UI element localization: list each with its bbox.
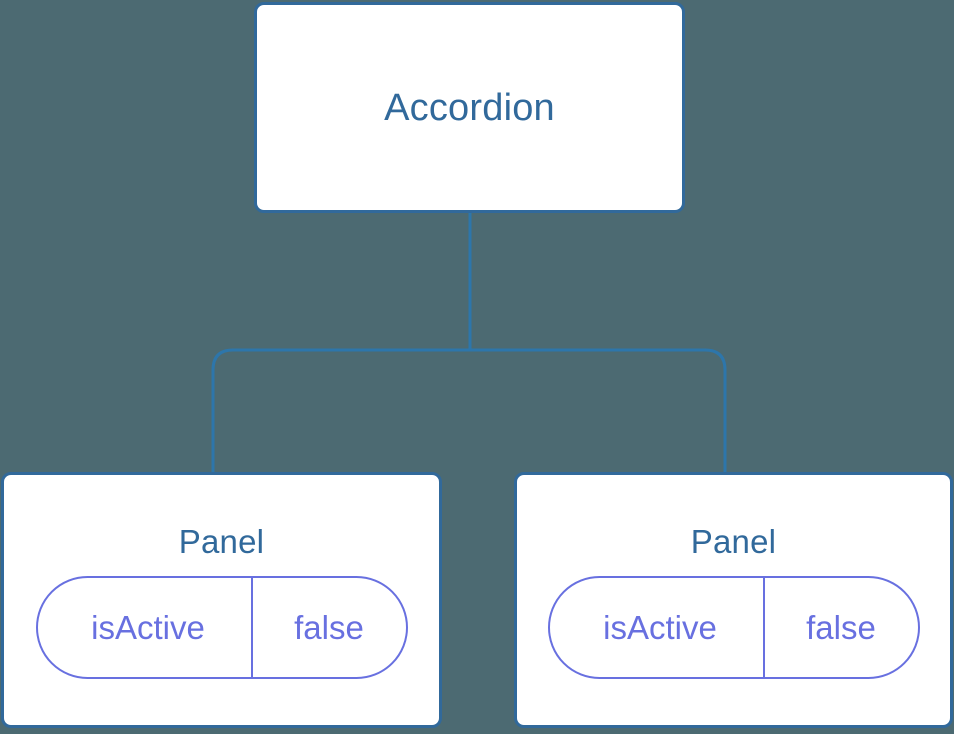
connector-bus-right xyxy=(470,348,727,478)
node-panel-right-title: Panel xyxy=(690,523,777,560)
node-panel-left-title: Panel xyxy=(178,523,265,560)
node-panel-right[interactable]: Panel isActive false xyxy=(514,472,953,728)
prop-value-left: false xyxy=(250,578,406,677)
prop-value-right: false xyxy=(762,578,918,677)
node-accordion[interactable]: Accordion xyxy=(254,2,685,213)
node-accordion-title: Accordion xyxy=(384,86,555,129)
prop-key-left: isActive xyxy=(91,609,205,646)
node-panel-left[interactable]: Panel isActive false xyxy=(1,472,442,728)
prop-key-right: isActive xyxy=(603,609,717,646)
prop-pill-left[interactable]: isActive false xyxy=(35,576,408,679)
prop-pill-right[interactable]: isActive false xyxy=(547,576,920,679)
connector-bus-left xyxy=(211,348,470,478)
